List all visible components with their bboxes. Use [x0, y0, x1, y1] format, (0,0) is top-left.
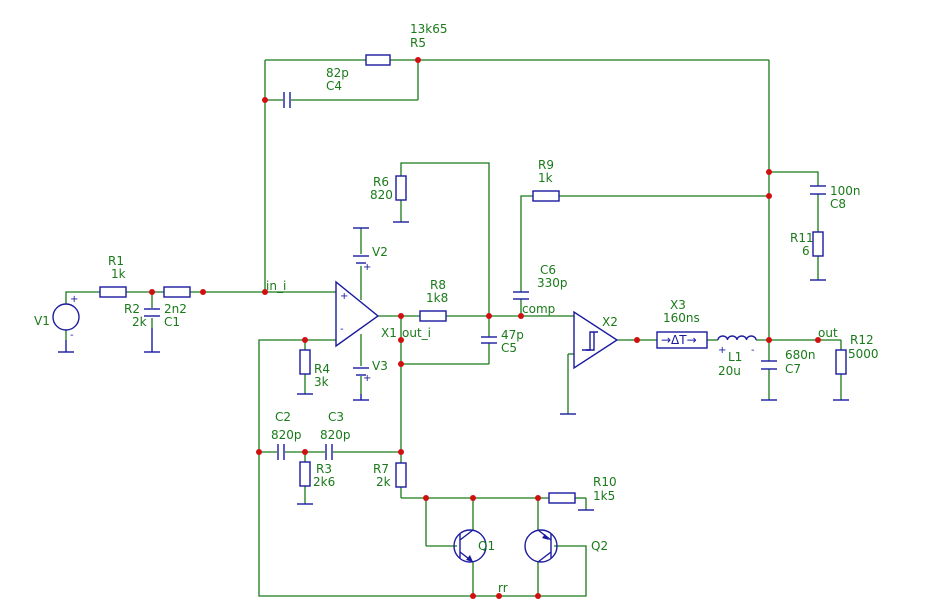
label-r12-ref: R12	[850, 333, 874, 347]
capacitor-c6[interactable]	[513, 291, 529, 300]
resistor-r5[interactable]	[365, 54, 391, 66]
label-r5-value: 13k65	[410, 22, 448, 36]
resistor-r4[interactable]	[299, 349, 311, 375]
label-c1-ref: C1	[164, 315, 180, 329]
label-c3-value: 820p	[320, 428, 351, 442]
label-r11-ref: R11	[790, 231, 814, 245]
resistor-r8[interactable]	[419, 310, 447, 322]
v1-minus-mark: -	[70, 330, 74, 341]
resistor-r9[interactable]	[532, 190, 560, 202]
label-r9-ref: R9	[538, 158, 554, 172]
l1-plus-mark: +	[718, 345, 726, 356]
label-q1-ref: Q1	[478, 539, 495, 553]
label-x1-ref: X1	[381, 326, 397, 340]
label-c5-ref: C5	[501, 341, 517, 355]
capacitor-c7[interactable]	[761, 360, 777, 370]
label-r4-value: 3k	[314, 375, 329, 389]
capacitor-c8[interactable]	[810, 185, 826, 195]
x1-minus-input: -	[340, 324, 344, 335]
label-v3-ref: V3	[372, 359, 388, 373]
label-c1-value: 2n2	[164, 302, 187, 316]
v1-plus-mark: +	[70, 294, 78, 305]
net-label-out-i: out_i	[402, 326, 431, 340]
x1-plus-input: +	[340, 291, 348, 302]
battery-v2[interactable]: +	[353, 255, 371, 273]
label-c2-ref: C2	[275, 410, 291, 424]
capacitor-c3[interactable]	[325, 444, 333, 460]
inductor-l1[interactable]: + -	[717, 335, 757, 356]
label-v1-ref: V1	[34, 314, 50, 328]
label-r9-value: 1k	[538, 171, 553, 185]
net-label-out: out	[818, 326, 838, 340]
l1-minus-mark: -	[751, 345, 755, 356]
net-label-in-i: in_i	[266, 279, 286, 293]
v3-plus-mark: +	[363, 373, 371, 384]
resistor-r11[interactable]	[812, 231, 824, 257]
capacitor-c1[interactable]	[144, 308, 160, 317]
label-x3-ref: X3	[670, 298, 686, 312]
delay-glyph: →ΔT→	[661, 333, 697, 347]
label-x3-value: 160ns	[663, 311, 700, 325]
label-c7-value: 680n	[785, 348, 816, 362]
label-r12-value: 5000	[848, 347, 879, 361]
label-r3-value: 2k6	[313, 475, 335, 489]
battery-v3[interactable]: +	[353, 367, 371, 384]
delay-line-x3[interactable]: →ΔT→	[656, 331, 708, 349]
label-c5-value: 47p	[501, 328, 524, 342]
label-l1-value: 20u	[718, 364, 741, 378]
label-r4-ref: R4	[314, 362, 330, 376]
label-r2-ref: R2	[124, 302, 140, 316]
label-c6-value: 330p	[537, 276, 568, 290]
label-r3-ref: R3	[316, 462, 332, 476]
label-r10-value: 1k5	[593, 489, 615, 503]
label-c3-ref: C3	[328, 410, 344, 424]
label-v2-ref: V2	[372, 245, 388, 259]
label-r6-ref: R6	[373, 175, 389, 189]
label-r11-value: 6	[802, 244, 810, 258]
label-c8-value: 100n	[830, 184, 861, 198]
comparator-x2[interactable]	[573, 310, 619, 370]
voltage-source-v1[interactable]: + -	[52, 294, 80, 341]
capacitor-c4[interactable]	[283, 92, 291, 108]
resistor-r7[interactable]	[395, 462, 407, 488]
label-c8-ref: C8	[830, 197, 846, 211]
net-label-rr: rr	[498, 581, 508, 595]
resistor-r3[interactable]	[299, 461, 311, 487]
junction-dots	[149, 57, 821, 599]
label-r1-ref: R1	[108, 254, 124, 268]
label-r6-value: 820	[370, 188, 393, 202]
label-q2-ref: Q2	[591, 539, 608, 553]
label-r8-ref: R8	[430, 278, 446, 292]
transistor-q2[interactable]	[524, 529, 558, 563]
label-c7-ref: C7	[785, 362, 801, 376]
label-l1-ref: L1	[728, 350, 742, 364]
capacitor-c5[interactable]	[481, 336, 497, 344]
resistor-r2[interactable]	[163, 286, 191, 298]
transistor-q1[interactable]	[453, 529, 487, 563]
opamp-x1[interactable]: + -	[335, 280, 380, 348]
label-r1-value: 1k	[111, 267, 126, 281]
label-r5-ref: R5	[410, 36, 426, 50]
label-c6-ref: C6	[540, 263, 556, 277]
wires	[65, 59, 842, 597]
resistor-r6[interactable]	[395, 175, 407, 201]
v2-plus-mark: +	[363, 262, 371, 273]
label-x2-ref: X2	[602, 315, 618, 329]
label-c4-ref: C4	[326, 79, 342, 93]
capacitor-c2[interactable]	[277, 444, 285, 460]
label-r2-value: 2k	[132, 315, 147, 329]
label-r10-ref: R10	[593, 475, 617, 489]
label-r7-ref: R7	[373, 462, 389, 476]
resistor-r12[interactable]	[835, 349, 847, 375]
label-r8-value: 1k8	[426, 291, 448, 305]
resistor-r1[interactable]	[99, 286, 127, 298]
label-c4-value: 82p	[326, 66, 349, 80]
resistor-r10[interactable]	[548, 492, 576, 504]
label-r7-value: 2k	[376, 475, 391, 489]
ground-symbols	[58, 221, 849, 511]
net-label-comp: comp	[522, 302, 555, 316]
label-c2-value: 820p	[271, 428, 302, 442]
